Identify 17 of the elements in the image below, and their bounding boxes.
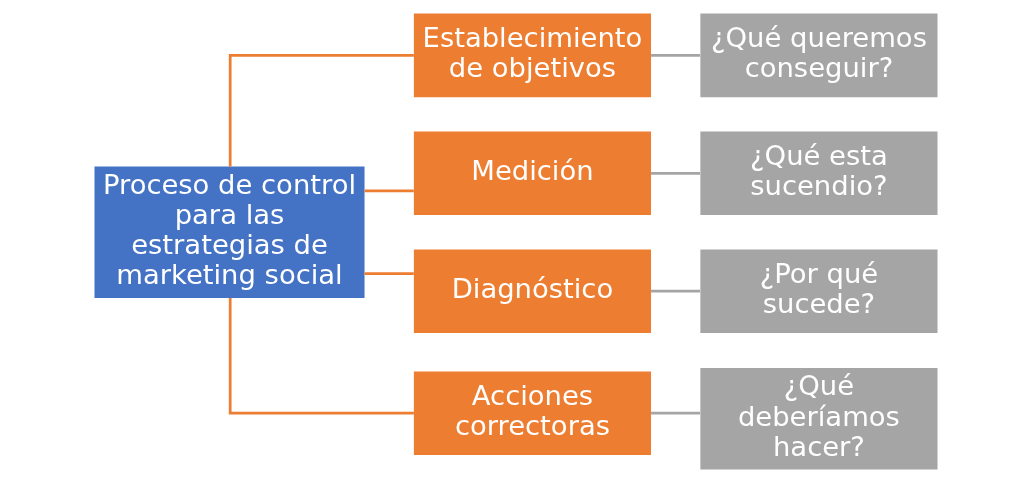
connector — [228, 298, 414, 415]
node-box: Proceso de control para las estrategias de marketing social — [94, 166, 365, 299]
connector — [364, 189, 414, 193]
node-box: ¿Qué deberíamos hacer? — [700, 367, 938, 470]
connector — [651, 411, 700, 415]
node-box: ¿Qué esta sucendio? — [700, 131, 938, 216]
node-box: Medición — [413, 131, 651, 216]
node-box: Acciones correctoras — [413, 371, 651, 455]
node-box: ¿Por qué sucede? — [700, 249, 938, 333]
connector — [228, 54, 414, 167]
connector — [651, 289, 700, 293]
connector — [651, 171, 700, 175]
node-box: ¿Qué queremos conseguir? — [700, 13, 938, 98]
connector — [651, 54, 700, 57]
node-box: Establecimiento de objetivos — [413, 13, 651, 98]
node-box: Diagnóstico — [413, 249, 651, 333]
connector — [364, 272, 414, 276]
